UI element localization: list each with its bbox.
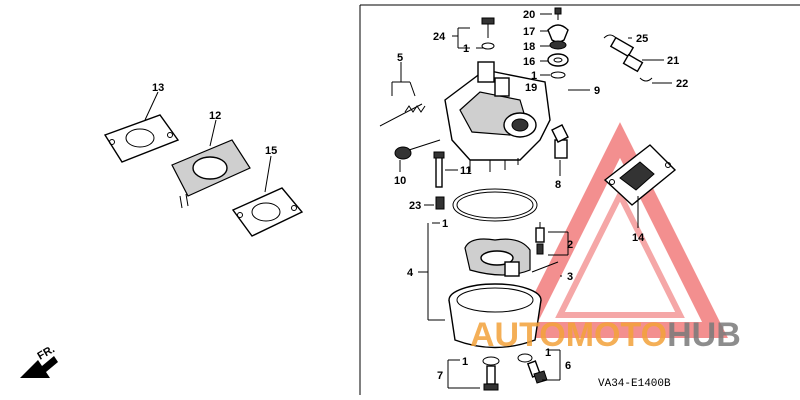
label-17: 17 [523, 26, 535, 38]
label-24: 24 [433, 31, 446, 43]
figure-code: VA34-E1400B [598, 378, 671, 390]
label-15: 15 [265, 145, 277, 157]
main-jet-23 [424, 196, 445, 210]
label-14: 14 [632, 232, 645, 244]
label-21: 21 [667, 55, 679, 67]
front-direction-arrow [20, 356, 58, 378]
label-1-drain-right: 1 [545, 347, 551, 359]
pilot-screw-5 [379, 62, 426, 127]
choke-lever-8 [551, 124, 569, 159]
drain-bolt-7 [482, 356, 500, 391]
leader-lines [418, 13, 672, 389]
choke-parts-stack [547, 7, 569, 79]
watermark-moto: MOTO [566, 316, 667, 354]
label-1-gasket: 1 [442, 218, 448, 230]
label-25: 25 [636, 33, 648, 45]
assembly-frame [359, 4, 800, 395]
float-chamber-gasket [452, 188, 538, 222]
label-2: 2 [567, 239, 573, 251]
label-10: 10 [394, 175, 406, 187]
label-22: 22 [676, 78, 688, 90]
label-9: 9 [594, 85, 600, 97]
label-4: 4 [407, 267, 414, 279]
label-8: 8 [555, 179, 561, 191]
label-23: 23 [409, 200, 421, 212]
label-13: 13 [152, 82, 164, 94]
label-1-drain-left: 1 [462, 356, 468, 368]
label-7: 7 [437, 370, 443, 382]
float-pin-3 [531, 261, 559, 273]
label-16: 16 [523, 56, 535, 68]
gasket-15 [231, 187, 304, 237]
label-12: 12 [209, 110, 221, 122]
label-20: 20 [523, 9, 535, 21]
float-valve-2 [535, 222, 545, 255]
watermark-triangle [512, 122, 728, 338]
drain-screw-6 [517, 353, 548, 384]
gasket-13 [103, 114, 180, 163]
insulator-12 [171, 139, 251, 209]
label-18: 18 [523, 41, 535, 53]
carburetor-body-9 [444, 61, 551, 172]
label-1-top: 1 [463, 43, 469, 55]
label-11: 11 [460, 165, 472, 177]
float-chamber [448, 283, 542, 349]
insulator-14 [603, 144, 677, 228]
label-3: 3 [567, 271, 573, 283]
label-19: 19 [525, 82, 537, 94]
float [464, 238, 531, 277]
leaders-left [144, 91, 272, 193]
throttle-stop-screw-10 [394, 139, 441, 172]
watermark-hub: HUB [667, 316, 741, 354]
label-5: 5 [397, 52, 403, 64]
watermark-auto: AUTO [470, 316, 566, 354]
screw-24 [481, 17, 495, 50]
breather-parts [603, 34, 653, 82]
main-nozzle-11 [433, 151, 458, 188]
label-1-choke: 1 [531, 70, 537, 82]
watermark-logo: AUTOMOTOHUB [470, 316, 741, 354]
label-6: 6 [565, 360, 571, 372]
